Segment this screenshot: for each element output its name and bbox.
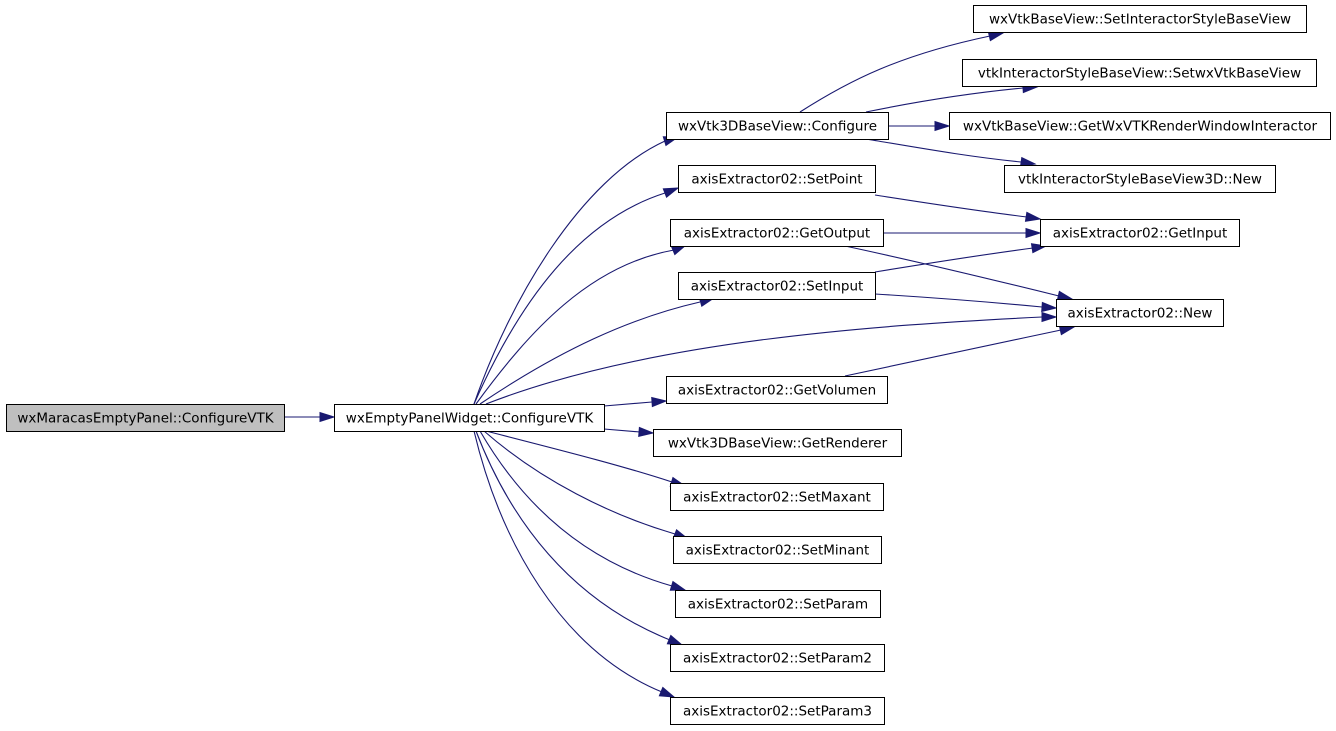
- node-configure[interactable]: wxVtk3DBaseView::Configure: [666, 112, 889, 140]
- node-box: [973, 5, 1307, 33]
- node-box: [653, 429, 902, 457]
- edge-widget-to-setInput: [479, 301, 701, 405]
- node-box: [666, 112, 889, 140]
- nodes-layer: wxMaracasEmptyPanel::ConfigureVTK wxEmpty…: [6, 5, 1331, 725]
- node-isbv3dNew[interactable]: vtkInteractorStyleBaseView3D::New: [1004, 165, 1276, 193]
- edge-getOutput-to-new: [844, 245, 1060, 297]
- node-box: [670, 219, 884, 247]
- node-label: axisExtractor02::SetParam3: [683, 704, 872, 720]
- node-box: [670, 483, 884, 511]
- node-setMinant[interactable]: axisExtractor02::SetMinant: [673, 536, 882, 564]
- node-box: [666, 376, 888, 404]
- node-getOutput[interactable]: axisExtractor02::GetOutput: [670, 219, 884, 247]
- node-setParam2[interactable]: axisExtractor02::SetParam2: [670, 644, 885, 672]
- edge-configure-to-isbv3dNew: [865, 138, 1022, 163]
- arrowhead-root-to-widget: [319, 411, 336, 423]
- node-label: wxVtkBaseView::GetWxVTKRenderWindowInter…: [963, 119, 1318, 135]
- edge-widget-to-setMaxant: [485, 430, 673, 483]
- node-box: [675, 590, 881, 618]
- node-setPoint[interactable]: axisExtractor02::SetPoint: [678, 165, 876, 193]
- node-label: vtkInteractorStyleBaseView::SetwxVtkBase…: [978, 66, 1301, 82]
- node-box: [6, 404, 285, 432]
- arrowhead-getOutput-to-getInput: [1025, 227, 1042, 239]
- arrowhead-setPoint-to-getInput: [1024, 211, 1042, 222]
- node-label: wxVtkBaseView::SetInteractorStyleBaseVie…: [989, 12, 1291, 28]
- node-setMaxant[interactable]: axisExtractor02::SetMaxant: [670, 483, 884, 511]
- node-box: [949, 112, 1331, 140]
- arrowhead-widget-to-getRenderer: [638, 426, 655, 438]
- node-label: axisExtractor02::GetVolumen: [678, 383, 876, 399]
- node-setInteractorStyle[interactable]: wxVtkBaseView::SetInteractorStyleBaseVie…: [973, 5, 1307, 33]
- node-label: axisExtractor02::SetInput: [691, 279, 864, 295]
- node-box: [673, 536, 882, 564]
- edge-widget-to-configure: [473, 140, 666, 405]
- edge-widget-to-getRenderer: [603, 428, 641, 433]
- arrowhead-widget-to-setParam2: [666, 634, 684, 646]
- node-label: axisExtractor02::New: [1068, 306, 1213, 322]
- edge-widget-to-setMinant: [483, 430, 676, 535]
- edge-setPoint-to-getInput: [874, 194, 1028, 218]
- arrowhead-getOutput-to-new: [1056, 290, 1074, 301]
- node-box: [1056, 299, 1224, 327]
- edge-widget-to-setParam3: [473, 430, 663, 693]
- edge-widget-to-setParam2: [475, 430, 671, 641]
- edge-widget-to-setParam: [479, 430, 673, 587]
- node-setParam3[interactable]: axisExtractor02::SetParam3: [670, 697, 885, 725]
- edge-widget-to-getOutput: [475, 249, 675, 405]
- arrowhead-setInput-to-new: [1041, 301, 1058, 313]
- arrowhead-widget-to-setParam3: [658, 686, 676, 698]
- arrowhead-getVolumen-to-new: [1058, 325, 1076, 336]
- edge-setInput-to-new: [874, 293, 1043, 308]
- node-label: axisExtractor02::SetParam2: [683, 651, 872, 667]
- node-box: [670, 697, 885, 725]
- edge-configure-to-setWxVtkBaseView: [865, 87, 1024, 113]
- node-setWxVtkBaseView[interactable]: vtkInteractorStyleBaseView::SetwxVtkBase…: [962, 59, 1317, 87]
- node-widget[interactable]: wxEmptyPanelWidget::ConfigureVTK: [334, 404, 605, 432]
- arrowhead-widget-to-getVolumen: [651, 396, 668, 408]
- node-getRenderer[interactable]: wxVtk3DBaseView::GetRenderer: [653, 429, 902, 457]
- node-box: [1004, 165, 1276, 193]
- node-box: [962, 59, 1317, 87]
- edge-widget-to-getVolumen: [603, 401, 653, 407]
- node-box: [1040, 219, 1240, 247]
- arrowhead-widget-to-setPoint: [662, 187, 680, 199]
- node-new[interactable]: axisExtractor02::New: [1056, 299, 1224, 327]
- node-label: wxEmptyPanelWidget::ConfigureVTK: [346, 411, 595, 427]
- arrowhead-widget-to-new: [1041, 311, 1058, 323]
- node-root[interactable]: wxMaracasEmptyPanel::ConfigureVTK: [6, 404, 285, 432]
- node-getVolumen[interactable]: axisExtractor02::GetVolumen: [666, 376, 888, 404]
- node-setInput[interactable]: axisExtractor02::SetInput: [678, 272, 876, 300]
- node-label: axisExtractor02::GetInput: [1053, 226, 1228, 242]
- node-box: [678, 165, 876, 193]
- node-label: axisExtractor02::SetParam: [688, 597, 868, 613]
- node-getInput[interactable]: axisExtractor02::GetInput: [1040, 219, 1240, 247]
- node-box: [678, 272, 876, 300]
- node-label: wxVtk3DBaseView::Configure: [678, 119, 877, 135]
- node-getRWI[interactable]: wxVtkBaseView::GetWxVTKRenderWindowInter…: [949, 112, 1331, 140]
- edge-getVolumen-to-new: [844, 329, 1062, 377]
- node-label: vtkInteractorStyleBaseView3D::New: [1018, 172, 1262, 188]
- node-setParam[interactable]: axisExtractor02::SetParam: [675, 590, 881, 618]
- node-label: axisExtractor02::SetMinant: [686, 543, 870, 559]
- arrowhead-configure-to-setInteractorStyle: [987, 31, 1005, 42]
- arrowhead-configure-to-getRWI: [934, 120, 951, 132]
- node-label: axisExtractor02::SetPoint: [691, 172, 862, 188]
- edge-widget-to-setPoint: [473, 192, 666, 405]
- edge-setInput-to-getInput: [874, 247, 1034, 273]
- node-label: axisExtractor02::GetOutput: [684, 226, 870, 242]
- node-box: [334, 404, 605, 432]
- node-box: [670, 644, 885, 672]
- edges-layer: [284, 31, 1076, 698]
- edge-configure-to-setInteractorStyle: [799, 35, 991, 113]
- node-label: axisExtractor02::SetMaxant: [683, 490, 871, 506]
- edge-widget-to-new: [485, 316, 1043, 405]
- arrowhead-widget-to-setParam: [669, 580, 687, 591]
- node-label: wxMaracasEmptyPanel::ConfigureVTK: [17, 411, 274, 427]
- node-label: wxVtk3DBaseView::GetRenderer: [668, 436, 888, 452]
